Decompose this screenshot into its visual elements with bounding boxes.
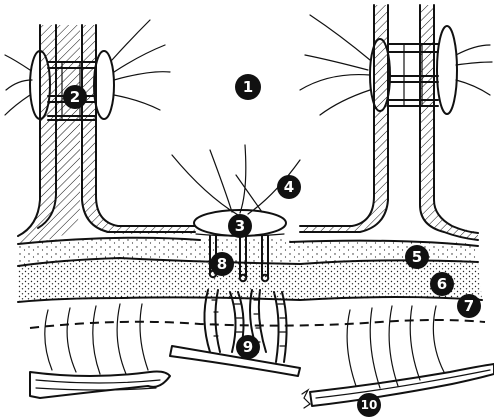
svg-text:1: 1 — [243, 78, 253, 96]
svg-text:4: 4 — [284, 178, 294, 196]
svg-text:5: 5 — [412, 248, 422, 266]
right-tube — [300, 5, 478, 240]
left-tube — [18, 25, 195, 244]
label-5: 5 — [405, 245, 429, 269]
label-2: 2 — [63, 85, 87, 109]
label-7: 7 — [457, 294, 481, 318]
label-1: 1 — [235, 74, 261, 100]
svg-text:10: 10 — [361, 398, 378, 412]
svg-text:6: 6 — [437, 275, 447, 293]
svg-text:9: 9 — [243, 338, 253, 356]
svg-text:8: 8 — [217, 255, 227, 273]
svg-text:2: 2 — [70, 88, 80, 106]
label-3: 3 — [228, 214, 252, 238]
svg-text:3: 3 — [235, 217, 245, 235]
label-9: 9 — [236, 335, 260, 359]
label-8: 8 — [210, 252, 234, 276]
svg-text:7: 7 — [464, 297, 474, 315]
fibril-bundle — [170, 290, 300, 376]
collagen-fibers-left — [30, 304, 170, 398]
label-6: 6 — [430, 272, 454, 296]
label-4: 4 — [277, 175, 301, 199]
right-junction — [300, 15, 492, 115]
label-10: 10 — [357, 393, 381, 417]
